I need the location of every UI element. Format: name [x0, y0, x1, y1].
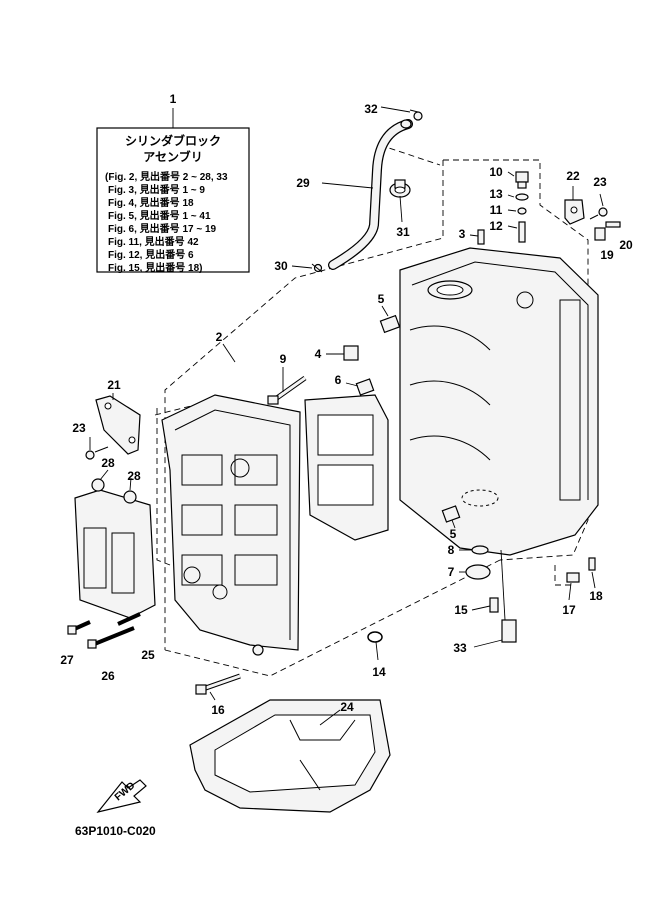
callout-17: 17: [562, 603, 576, 617]
legend-ref: (Fig. 2, 見出番号 2 ~ 28, 33: [105, 170, 228, 183]
fitting-10: [515, 171, 529, 189]
plate-22: [564, 199, 585, 225]
bolt-23-left: [85, 446, 109, 460]
callout-21: 21: [107, 378, 121, 392]
cylinder-block: [399, 247, 599, 556]
callout-1: 1: [170, 92, 177, 106]
fwd-arrow: FWD: [96, 779, 147, 813]
clip-17: [566, 572, 580, 583]
legend-ref: Fig. 5, 見出番号 1 ~ 41: [108, 209, 211, 222]
washer-11: [517, 207, 527, 215]
plug-7: [465, 564, 491, 580]
callout-28-right: 28: [127, 469, 141, 483]
legend-title-line2: アセンブリ: [143, 149, 202, 164]
bracket-21: [95, 395, 141, 455]
gasket-24: [189, 699, 391, 813]
bolt-16: [195, 673, 241, 695]
tube-29: [328, 119, 413, 270]
callout-3: 3: [459, 227, 466, 241]
callout-numbers: 1 2 3 4 5 5 6 7 8 9 10 11 12 13 14 15 16…: [60, 92, 633, 717]
callout-19: 19: [600, 248, 614, 262]
sleeve-4: [343, 345, 359, 361]
callout-20: 20: [619, 238, 633, 252]
callout-31: 31: [396, 225, 410, 239]
callout-15: 15: [454, 603, 468, 617]
clip-32: [409, 109, 423, 121]
sleeve-5-upper: [379, 314, 401, 334]
oring-8: [471, 545, 489, 555]
legend-ref: Fig. 11, 見出番号 42: [108, 235, 199, 248]
legend-box: シリンダブロック アセンブリ (Fig. 2, 見出番号 2 ~ 28, 33 …: [96, 108, 250, 274]
callout-32: 32: [364, 102, 378, 116]
clip-19: [594, 227, 606, 241]
callout-13: 13: [489, 187, 503, 201]
legend-ref: Fig. 12, 見出番号 6: [108, 248, 194, 261]
callout-30: 30: [274, 259, 288, 273]
fitting-33: [501, 619, 517, 643]
middle-plate: [304, 394, 389, 541]
oring-14: [367, 631, 383, 643]
callout-25: 25: [141, 648, 155, 662]
leader-lines: [89, 106, 604, 726]
callout-24: 24: [340, 700, 354, 714]
clip-30: [311, 263, 323, 273]
callout-27: 27: [60, 653, 74, 667]
clamp-31: [389, 179, 411, 198]
callout-11: 11: [490, 203, 503, 217]
callout-28-left: 28: [101, 456, 115, 470]
callout-23-right: 23: [593, 175, 607, 189]
pin-3: [477, 229, 485, 245]
callout-6: 6: [335, 373, 342, 387]
drawing-code: 63P1010-C020: [75, 824, 156, 838]
callout-33: 33: [453, 641, 467, 655]
sleeve-6: [355, 378, 375, 396]
legend-ref: Fig. 15, 見出番号 18): [108, 261, 202, 274]
bolt-15: [489, 597, 499, 613]
callout-4: 4: [315, 347, 322, 361]
bolt-20: [605, 221, 621, 228]
screw-12: [518, 221, 526, 243]
callout-29: 29: [296, 176, 310, 190]
bolt-26: [87, 626, 135, 649]
callout-7: 7: [448, 565, 455, 579]
crankcase-2: [161, 394, 301, 656]
callout-16: 16: [211, 703, 225, 717]
sleeve-5-lower: [441, 505, 461, 523]
callout-2: 2: [216, 330, 223, 344]
callout-12: 12: [489, 219, 503, 233]
bolt-9: [267, 375, 307, 405]
callout-23-left: 23: [72, 421, 86, 435]
bolt-18: [588, 557, 596, 571]
callout-9: 9: [280, 352, 287, 366]
callout-14: 14: [372, 665, 386, 679]
cover-assembly: [74, 478, 156, 619]
assembly-outline: [154, 144, 589, 677]
bolt-25: [117, 612, 141, 626]
callout-5-lower: 5: [450, 527, 457, 541]
legend-title-line1: シリンダブロック: [125, 133, 221, 148]
callout-10: 10: [489, 165, 503, 179]
bolt-27: [67, 620, 91, 635]
callout-22: 22: [566, 169, 580, 183]
callout-8: 8: [448, 543, 455, 557]
bolt-23-right: [589, 207, 608, 220]
callout-26: 26: [101, 669, 115, 683]
callout-5-upper: 5: [378, 292, 385, 306]
legend-ref: Fig. 6, 見出番号 17 ~ 19: [108, 222, 217, 235]
callout-18: 18: [589, 589, 603, 603]
legend-ref: Fig. 3, 見出番号 1 ~ 9: [108, 183, 205, 196]
washer-13: [515, 193, 529, 201]
legend-ref: Fig. 4, 見出番号 18: [108, 196, 194, 209]
